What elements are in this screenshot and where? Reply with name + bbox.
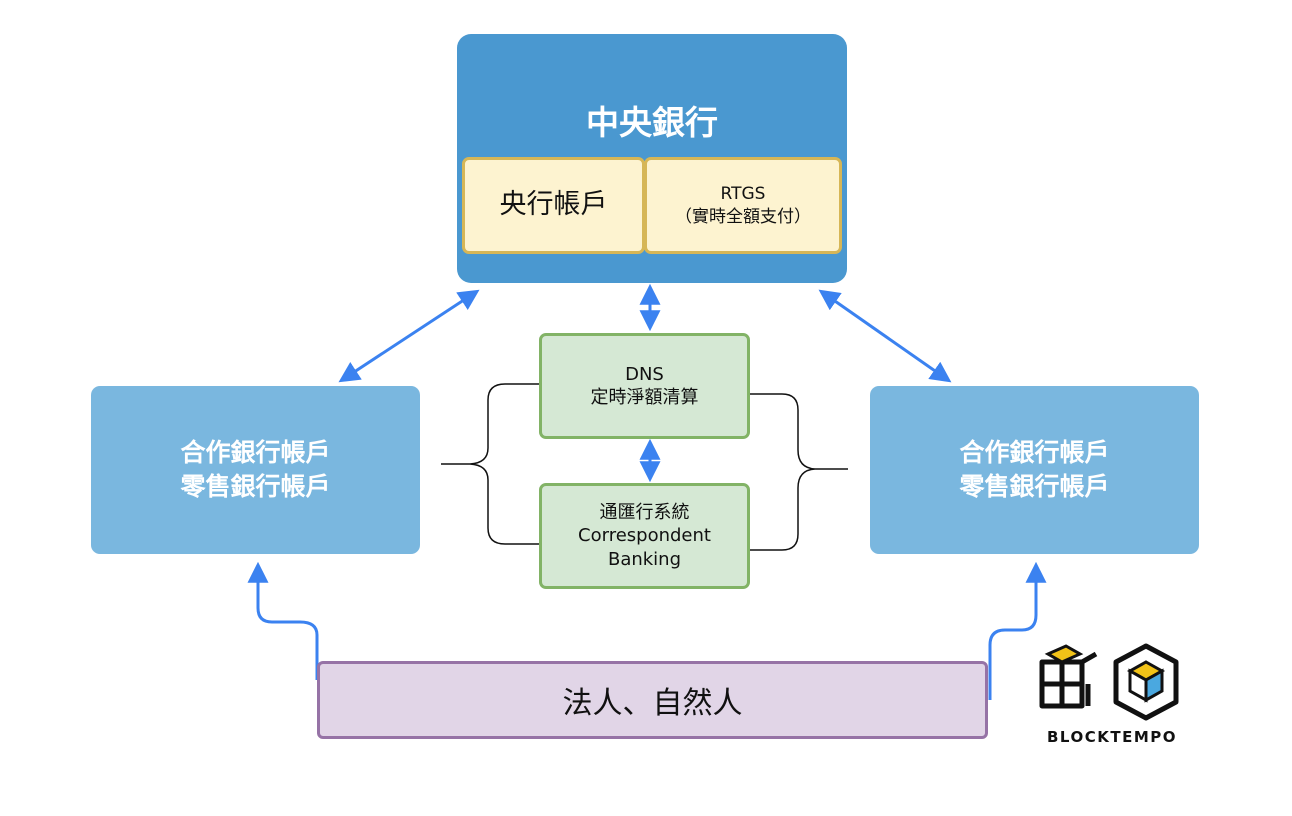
- right-bank-box: 合作銀行帳戶 零售銀行帳戶: [870, 386, 1199, 554]
- blocktempo-logo-mark-icon: [1039, 643, 1179, 721]
- rtgs-description: （實時全額支付）: [675, 206, 811, 227]
- correspondent-line1: 通匯行系統: [599, 501, 690, 523]
- dns-label: DNS: [625, 363, 664, 385]
- blocktempo-logo: BLOCKTEMPO: [1036, 640, 1188, 750]
- central-bank-account-label: 央行帳戶: [499, 189, 608, 221]
- dns-description: 定時淨額清算: [590, 387, 699, 408]
- arrow-central-left-bank: [338, 289, 480, 383]
- correspondent-banking-box: 通匯行系統 Correspondent Banking: [539, 483, 750, 589]
- blocktempo-logo-text: BLOCKTEMPO: [1047, 728, 1177, 746]
- central-bank-title: 中央銀行: [586, 103, 718, 142]
- legal-natural-persons-label: 法人、自然人: [562, 686, 743, 721]
- correspondent-line2: Correspondent: [578, 525, 711, 547]
- right-brace: [750, 393, 848, 551]
- right-bank-line1: 合作銀行帳戶: [959, 438, 1110, 468]
- arrow-central-right-bank: [818, 289, 952, 383]
- legal-natural-persons-box: 法人、自然人: [317, 661, 988, 739]
- rtgs-box: RTGS （實時全額支付）: [644, 157, 842, 254]
- left-bank-line1: 合作銀行帳戶: [180, 438, 331, 468]
- left-bank-line2: 零售銀行帳戶: [180, 472, 331, 501]
- right-bank-line2: 零售銀行帳戶: [959, 472, 1110, 501]
- correspondent-line3: Banking: [607, 548, 682, 570]
- central-bank-account-box: 央行帳戶: [462, 157, 645, 254]
- rtgs-label: RTGS: [720, 183, 766, 204]
- left-bank-box: 合作銀行帳戶 零售銀行帳戶: [91, 386, 420, 554]
- dns-box: DNS 定時淨額清算: [539, 333, 750, 439]
- arrow-people-right-bank: [988, 561, 1047, 700]
- left-brace: [441, 383, 539, 545]
- arrow-people-left-bank: [247, 561, 319, 680]
